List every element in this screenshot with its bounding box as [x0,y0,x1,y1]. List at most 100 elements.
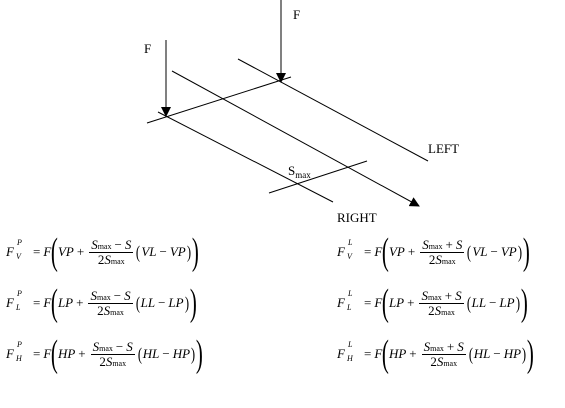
equals-sign: = [33,346,41,361]
minus-sign: − [162,346,170,361]
rail-left [237,58,429,162]
rhs-force: F [43,244,52,259]
term-b: HL [473,346,491,361]
plus-sign: + [76,244,85,259]
lhs-force: F [337,295,345,310]
smax-sub: max [430,343,444,353]
paren-close: ) [191,231,199,273]
rhs-force: F [374,295,383,310]
inner-paren-close: ) [517,241,522,262]
inner-paren-close: ) [190,343,196,364]
plus-sign: + [76,295,84,310]
plus-sign: + [409,346,417,361]
left-label: LEFT [428,141,460,156]
paren-open: ( [51,282,59,324]
beam-diagram [146,0,429,207]
paren-close: ) [189,282,197,324]
lhs-superscript: L [348,340,353,349]
transverse-bar-back [268,160,368,194]
lhs-subscript: L [347,303,352,312]
fraction-two: 2 [428,302,435,318]
paren-open: ( [51,333,59,375]
right-label: RIGHT [337,210,377,225]
smax-base: S [90,287,97,303]
smax-sub: max [443,358,458,368]
rhs-force: F [43,295,52,310]
smax: Smax [91,237,111,252]
minus-sign: − [159,244,167,259]
smax: Smax [90,288,110,303]
term-b: VL [472,244,488,259]
smax: Smax [437,354,457,369]
inner-paren-open: ( [467,241,472,262]
paren-close: ) [522,231,530,273]
minus-sign: − [489,295,497,310]
lhs-superscript: P [17,238,22,247]
smax-sub: max [441,256,456,266]
fraction-numerator: Smax+S [420,236,465,253]
fraction-sign: + [445,236,453,252]
smax-sub: max [96,292,111,302]
paren-open: ( [382,333,390,375]
fraction-s: S [126,338,133,354]
fraction-numerator: Smax−S [89,236,134,253]
term-b: LL [471,295,487,310]
inner-paren-open: ( [466,292,471,313]
fraction-s: S [124,236,132,252]
minus-sign: − [158,295,166,310]
smax-sub: max [97,241,112,251]
transverse-bar-front [146,76,292,124]
smax: Smax [104,252,124,267]
lhs-superscript: P [17,340,22,349]
lhs-superscript: P [17,289,22,298]
term-a-repeat: LP [499,295,515,310]
smax: Smax [435,303,455,318]
paren-close: ) [520,282,528,324]
fraction-sign: − [114,236,122,252]
fraction-numerator: Smax−S [90,338,135,355]
fraction-two: 2 [430,353,437,369]
rhs-force: F [374,346,383,361]
lhs-subscript: V [16,252,21,261]
lhs-superscript: L [348,238,353,247]
smax: Smax [424,339,444,354]
term-a-repeat: HP [172,346,191,361]
fraction-s: S [457,338,464,354]
fraction-two: 2 [99,353,106,369]
minus-sign: − [493,346,501,361]
fraction-denominator: 2Smax [428,353,459,369]
term-b: VL [141,244,157,259]
term-b: LL [140,295,156,310]
inner-paren-close: ) [184,292,189,313]
plus-sign: + [78,346,86,361]
term-a-repeat: LP [168,295,184,310]
lhs-subscript: V [347,252,352,261]
smax: Smax [104,303,124,318]
fraction-s: S [455,236,463,252]
inner-paren-open: ( [468,343,473,364]
lhs-force: F [6,244,14,259]
term-a-repeat: VP [500,244,517,259]
smax-base: S [421,287,428,303]
smax: Smax [106,354,126,369]
term-a: VP [388,244,405,259]
fraction-numerator: Smax−S [88,288,133,304]
plus-sign: + [407,244,416,259]
lhs-subscript: L [16,303,21,312]
smax-base: S [105,353,113,369]
smax-base: S [91,236,98,252]
lhs-superscript: L [348,289,353,298]
smax-sub: max [428,241,443,251]
lhs-subscript: H [347,354,353,363]
